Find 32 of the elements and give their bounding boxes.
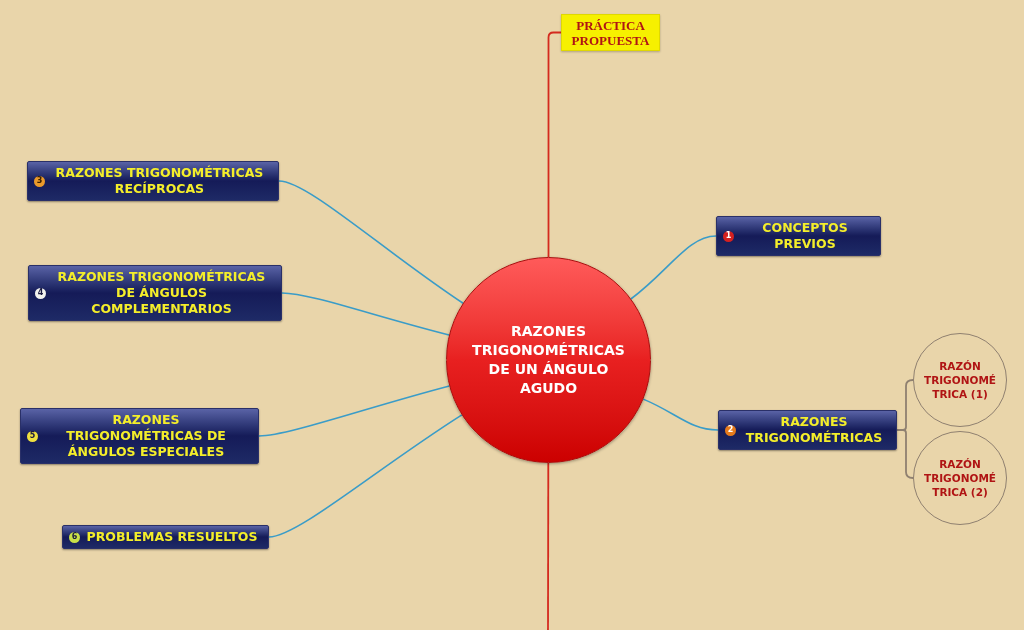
note-box [561, 14, 660, 51]
subtopic-text: RAZÓN TRIGONOMÉ TRICA (1) [922, 359, 997, 401]
topic-title: CONCEPTOS PREVIOS [761, 220, 849, 252]
number-badge: 3 [34, 175, 45, 187]
number-badge: 5 [27, 430, 38, 442]
number-badge: 2 [725, 424, 736, 436]
central-topic-text: RAZONES TRIGONOMÉTRICAS DE UN ÁNGULO AGUDO [471, 322, 626, 398]
topic-box [20, 408, 259, 464]
connector-line [896, 429, 914, 479]
topic-box [28, 265, 282, 321]
connector-line [547, 461, 550, 630]
connector-line [268, 414, 463, 538]
topic-box [718, 410, 897, 450]
topic-box [62, 525, 269, 549]
connector-line [642, 398, 719, 431]
topic-title: RAZONES TRIGONOMÉTRICAS DE ÁNGULOS ESPECIALES [65, 412, 227, 460]
connector-line [630, 235, 717, 300]
topic-title: RAZONES TRIGONOMÉTRICAS RECÍPROCAS [54, 165, 265, 197]
number-badge: 4 [35, 287, 46, 299]
connector-line [547, 31, 562, 258]
number-badge: 6 [69, 531, 80, 543]
topic-box [716, 216, 881, 256]
connector-line [278, 180, 464, 305]
connector-line [258, 385, 451, 437]
number-badge: 1 [723, 230, 734, 242]
connector-line [281, 292, 450, 336]
note-text: PRÁCTICA PROPUESTA [570, 17, 651, 48]
topic-box [27, 161, 279, 201]
topic-title: RAZONES TRIGONOMÉTRICAS [744, 414, 884, 446]
subtopic-text: RAZÓN TRIGONOMÉ TRICA (2) [922, 457, 997, 499]
topic-title: PROBLEMAS RESUELTOS [86, 529, 258, 545]
topic-title: RAZONES TRIGONOMÉTRICAS DE ÁNGULOS COMPLEMENTARIOS [56, 269, 267, 317]
